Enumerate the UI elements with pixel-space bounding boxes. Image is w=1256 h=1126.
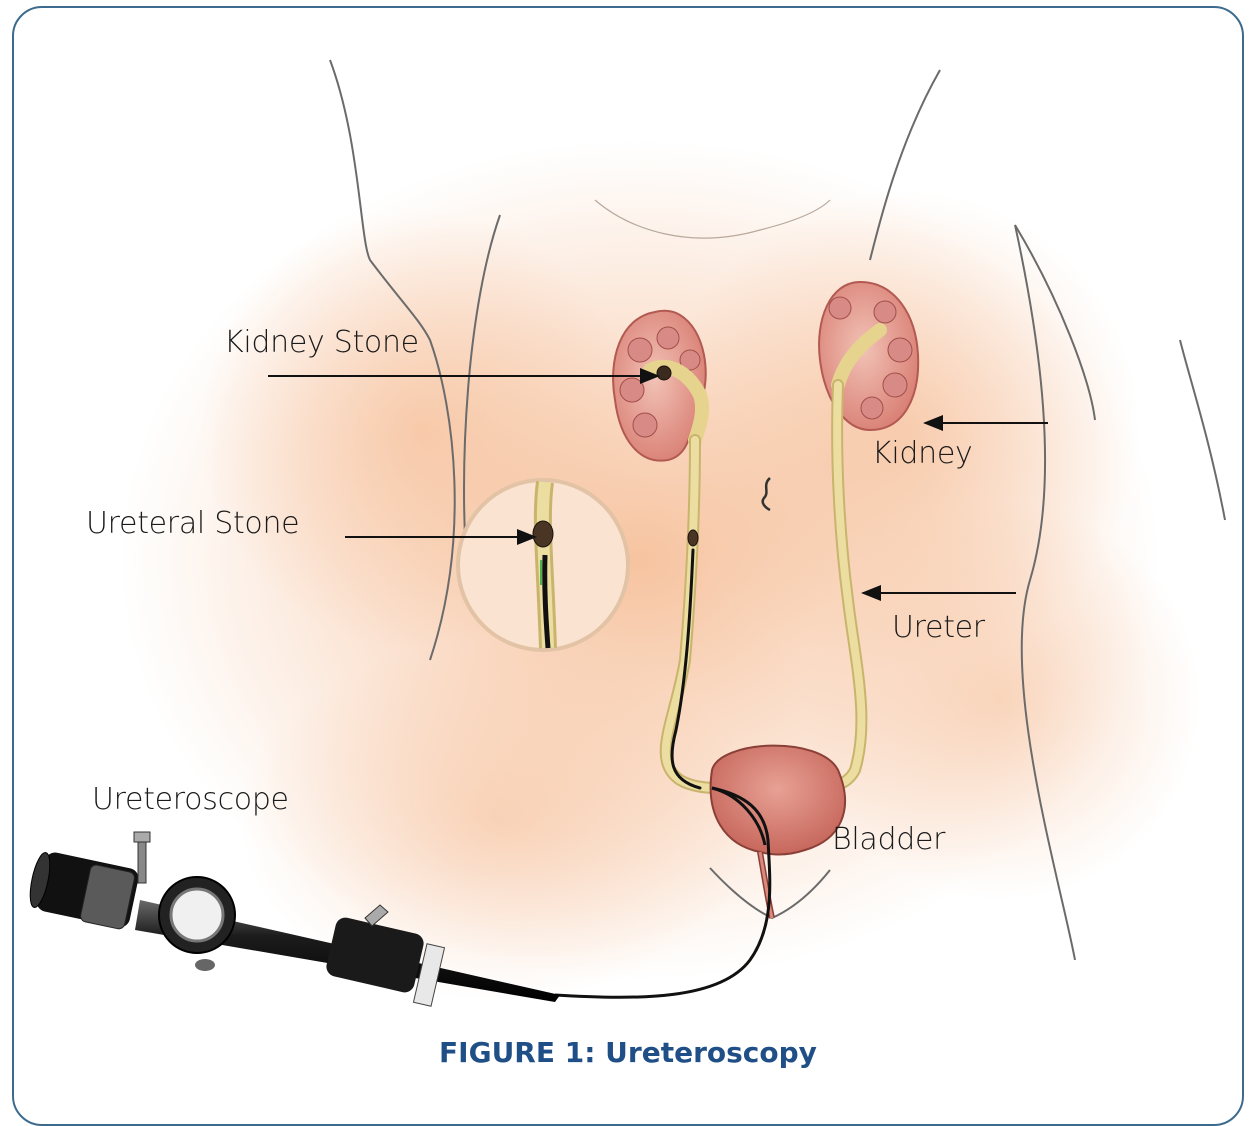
ureter-label: Ureter (892, 610, 985, 645)
ureteroscope-label: Ureteroscope (92, 782, 289, 817)
kidney-label: Kidney (872, 436, 972, 471)
magnified-view (458, 480, 628, 650)
ureteral-stone-label: Ureteral Stone (86, 506, 299, 541)
figure-caption: FIGURE 1: Ureteroscopy (0, 1036, 1256, 1069)
kidney-stone-label: Kidney Stone (224, 325, 419, 360)
torso-shading (120, 140, 1200, 1000)
bladder-label: Bladder (832, 822, 945, 857)
